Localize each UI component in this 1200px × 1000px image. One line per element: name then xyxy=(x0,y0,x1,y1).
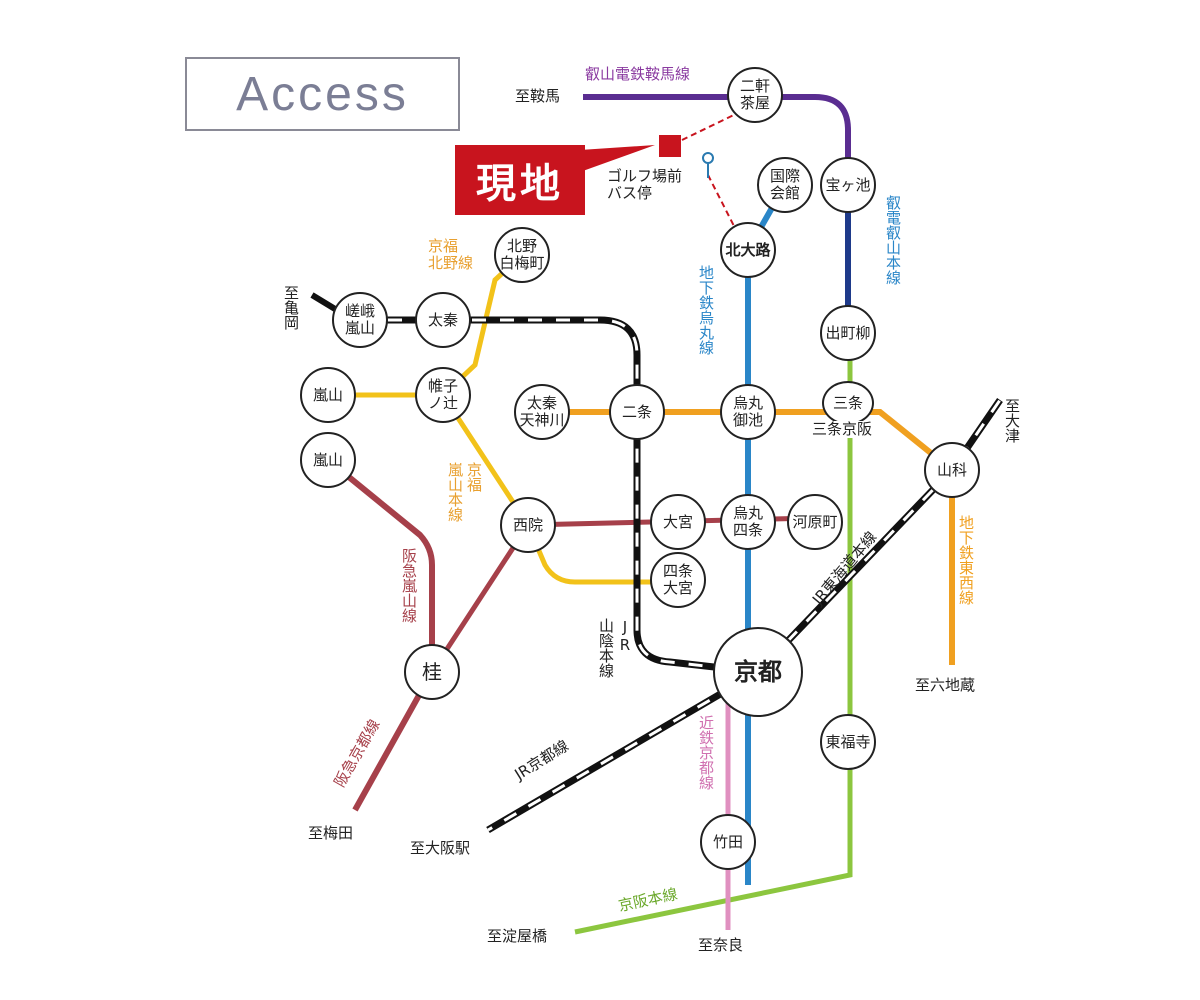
station-name: 烏丸 xyxy=(732,394,763,412)
dest-rokujizo: 至六地蔵 xyxy=(915,676,976,694)
station-name: 出町柳 xyxy=(825,323,871,342)
dest-kameoka: 至亀岡 xyxy=(282,285,300,330)
dest-osaka: 至大阪駅 xyxy=(410,839,471,857)
station-name: 河原町 xyxy=(792,512,838,531)
site-marker xyxy=(659,135,681,157)
station-shijo-omiya[interactable]: 四条大宮 xyxy=(650,552,706,608)
label-line2: 山陰本線 xyxy=(597,618,615,678)
dest-nara: 至奈良 xyxy=(698,936,744,954)
station-name: 国際 xyxy=(769,167,800,185)
station-takeda[interactable]: 竹田 xyxy=(700,814,756,870)
label-keifuku-kitano: 京福 北野線 xyxy=(428,238,473,272)
site-pointer xyxy=(580,145,655,172)
walk-route-kitaoji xyxy=(707,174,736,229)
station-kitaoji[interactable]: 北大路 xyxy=(720,222,776,278)
label-hankyu-arashiyama: 阪急嵐山線 xyxy=(400,548,418,623)
station-name: 嵯峨 xyxy=(344,302,375,320)
station-karasuma-shijo[interactable]: 烏丸四条 xyxy=(720,494,776,550)
station-arashiyama-keifuku[interactable]: 嵐山 xyxy=(300,367,356,423)
label-line2: 北野線 xyxy=(428,254,474,272)
site-label: 現地 xyxy=(455,145,585,215)
bus-stop-label: ゴルフ場前 バス停 xyxy=(607,168,682,202)
station-name: 帷子 xyxy=(427,377,458,395)
station-name: 竹田 xyxy=(712,832,743,851)
station-name: 白梅町 xyxy=(499,254,545,272)
label-jr-sanin: JR 山陰本線 xyxy=(597,618,634,678)
station-name: 三条 xyxy=(832,393,863,412)
label-line1: JR xyxy=(616,618,634,654)
station-kitano-hakubaicho[interactable]: 北野白梅町 xyxy=(494,227,550,283)
station-saiin[interactable]: 西院 xyxy=(500,497,556,553)
station-name: 太秦 xyxy=(427,310,458,329)
line-keihan xyxy=(574,333,853,935)
dest-umeda: 至梅田 xyxy=(308,824,354,842)
label-karasuma: 地下鉄烏丸線 xyxy=(697,265,715,355)
station-uzumasa[interactable]: 太秦 xyxy=(415,292,471,348)
station-name: 四条 xyxy=(662,562,693,580)
bus-stop-line1: ゴルフ場前 xyxy=(607,167,683,185)
station-name: 茶屋 xyxy=(739,94,770,112)
station-name: 二条 xyxy=(621,402,652,421)
dest-kurama: 至鞍馬 xyxy=(515,87,561,105)
line-jr xyxy=(310,292,1003,834)
station-name: 天神川 xyxy=(519,411,565,429)
station-name: 桂 xyxy=(422,659,442,684)
station-yamashina[interactable]: 山科 xyxy=(924,442,980,498)
station-katabiranotsuji[interactable]: 帷子ノ辻 xyxy=(415,367,471,423)
station-name: 東福寺 xyxy=(825,732,871,751)
station-name: 大宮 xyxy=(662,512,693,531)
station-demachiyanagi[interactable]: 出町柳 xyxy=(820,305,876,361)
dest-yodoyabashi: 至淀屋橋 xyxy=(487,927,548,945)
station-name: 嵐山 xyxy=(344,319,375,337)
station-takaragaike[interactable]: 宝ヶ池 xyxy=(820,157,876,213)
station-name: 御池 xyxy=(732,411,763,429)
label-keifuku-arashiyama: 京福 嵐山本線 xyxy=(446,462,483,522)
station-arashiyama-hankyu[interactable]: 嵐山 xyxy=(300,432,356,488)
station-nijo[interactable]: 二条 xyxy=(609,384,665,440)
station-name: 烏丸 xyxy=(732,504,763,522)
station-name: 北大路 xyxy=(725,240,771,259)
station-name: 京都 xyxy=(734,657,782,686)
station-kokusaikaikan[interactable]: 国際会館 xyxy=(757,157,813,213)
station-name: ノ辻 xyxy=(427,394,458,412)
station-name: 宝ヶ池 xyxy=(825,175,871,194)
station-name: 四条 xyxy=(732,521,763,539)
label-line1: 京福 xyxy=(428,237,459,255)
label-line1: 京福 xyxy=(465,462,483,492)
dest-otsu: 至大津 xyxy=(1003,398,1021,443)
station-katsura[interactable]: 桂 xyxy=(404,644,460,700)
station-name: 北野 xyxy=(506,237,537,255)
label-eizan-main: 叡電叡山本線 xyxy=(884,195,902,285)
station-tofukuji[interactable]: 東福寺 xyxy=(820,714,876,770)
line-eizan-kurama xyxy=(583,94,851,185)
station-karasuma-oike[interactable]: 烏丸御池 xyxy=(720,384,776,440)
line-tozai xyxy=(542,409,955,665)
station-sanjo[interactable]: 三条 xyxy=(822,381,874,425)
station-saga-arashiyama[interactable]: 嵯峨嵐山 xyxy=(332,292,388,348)
station-nikenchaya[interactable]: 二軒茶屋 xyxy=(727,67,783,123)
page-title: Access xyxy=(185,57,460,131)
line-hankyu-arashiyama xyxy=(326,457,435,812)
station-name: 二軒 xyxy=(739,77,770,95)
label-line2: 嵐山本線 xyxy=(446,462,464,522)
station-kyoto[interactable]: 京都 xyxy=(713,627,803,717)
station-uzumasa-tenjingawa[interactable]: 太秦天神川 xyxy=(514,384,570,440)
station-name: 西院 xyxy=(512,515,543,534)
station-kawaramachi[interactable]: 河原町 xyxy=(787,494,843,550)
walk-route-nikenchaya xyxy=(681,111,741,141)
station-sanjo-keihan-label: 三条京阪 xyxy=(812,420,873,438)
bus-stop-icon xyxy=(702,152,714,178)
station-name: 山科 xyxy=(936,460,967,479)
station-name: 嵐山 xyxy=(312,385,343,404)
label-kintetsu: 近鉄京都線 xyxy=(697,715,715,790)
label-tozai: 地下鉄東西線 xyxy=(957,515,975,605)
label-eizan-kurama: 叡山電鉄鞍馬線 xyxy=(585,65,691,83)
station-name: 大宮 xyxy=(662,579,693,597)
station-name: 太秦 xyxy=(526,394,557,412)
station-omiya[interactable]: 大宮 xyxy=(650,494,706,550)
bus-stop-line2: バス停 xyxy=(607,184,653,202)
station-name: 嵐山 xyxy=(312,450,343,469)
station-name: 会館 xyxy=(769,184,800,202)
